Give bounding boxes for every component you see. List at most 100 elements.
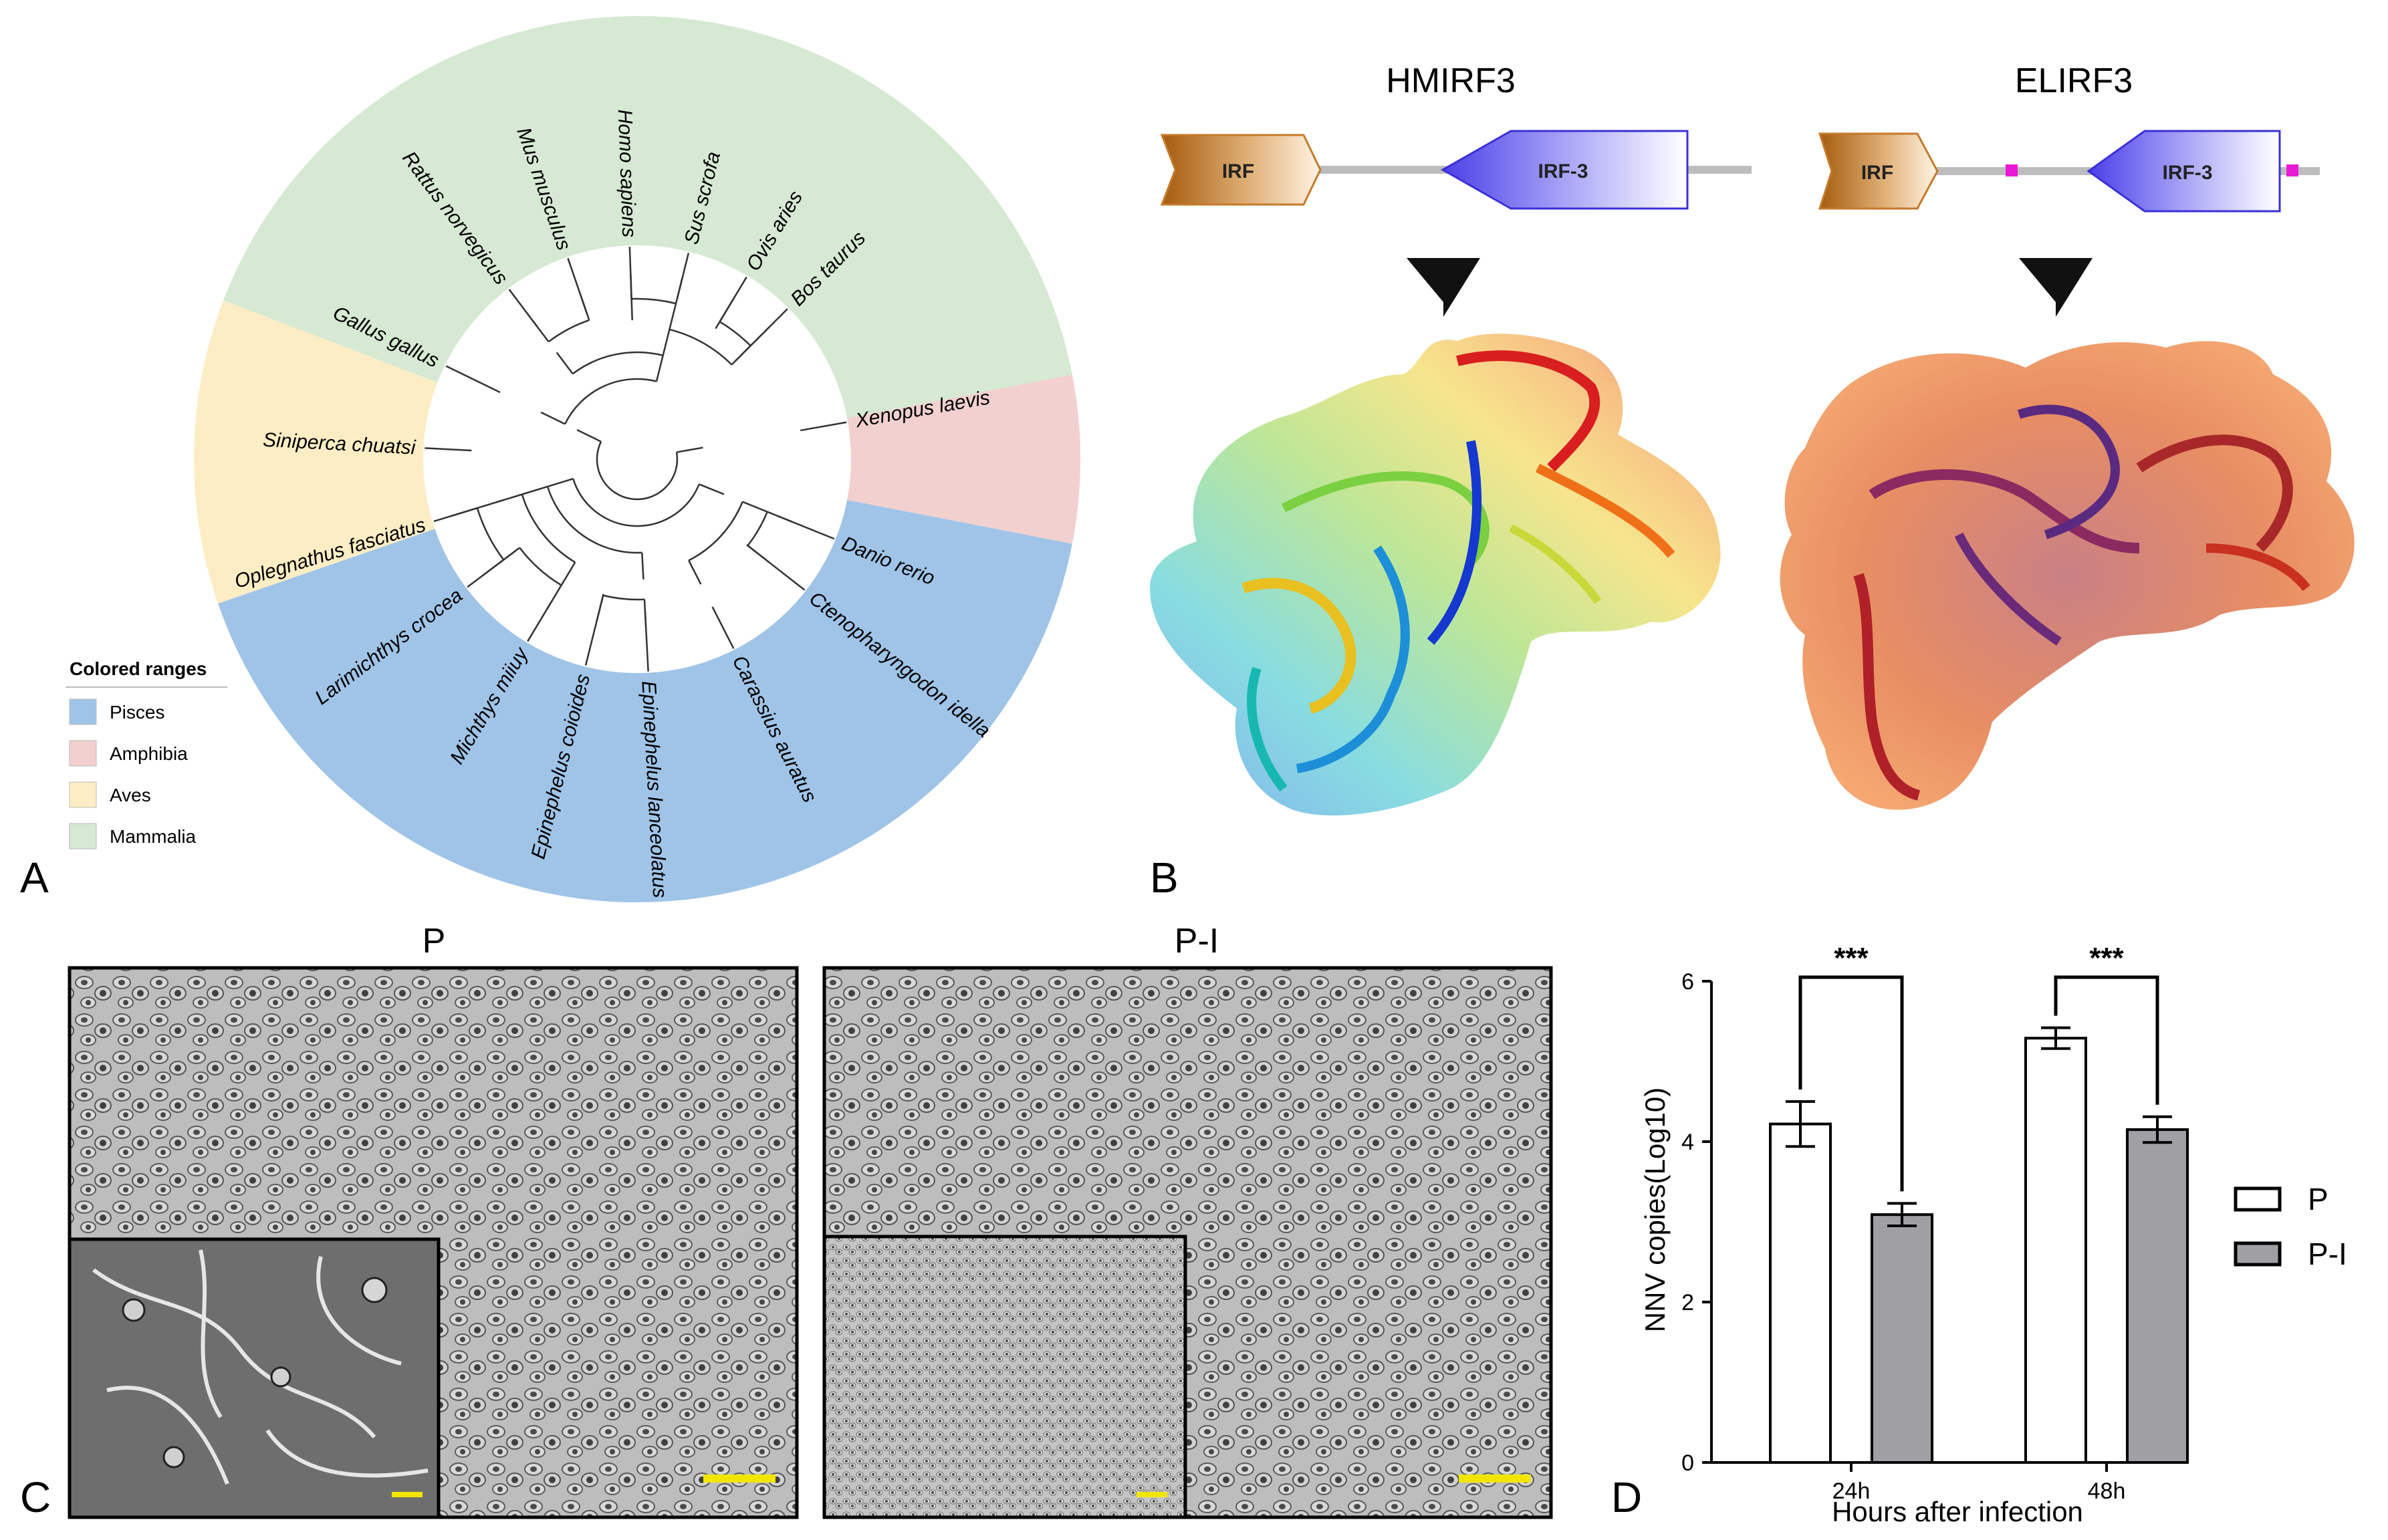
tree-branch: [580, 294, 590, 321]
tree-branch: [519, 547, 562, 586]
tree-branch: [711, 606, 735, 649]
tree-branch: [451, 507, 478, 517]
tree-branch: [548, 319, 590, 343]
legend-swatch: [69, 740, 97, 767]
chart-axes: 0 2 4 6 24h 48h: [1681, 969, 2186, 1504]
tree-branch: [564, 378, 657, 424]
y-axis-title: NNV copies(Log10): [1639, 1087, 1671, 1333]
tree-branch: [560, 561, 576, 586]
tree-branch: [688, 501, 743, 561]
hmirf3-title: HMIRF3: [1386, 61, 1516, 100]
legend-swatch: [69, 698, 97, 725]
inset-scale-bar: [1137, 1492, 1167, 1497]
elirf3-3d-structure: [1780, 341, 2355, 810]
micrograph-pi-inset: [822, 1235, 1187, 1519]
elirf3-irf3-domain: [2086, 130, 2281, 213]
tree-branch: [643, 599, 647, 626]
panel-letter-a: A: [20, 854, 49, 902]
significance-label: ***: [2089, 942, 2124, 975]
tree-branch: [556, 352, 574, 374]
tree-branch: [596, 441, 679, 501]
tree-branch: [719, 298, 735, 322]
tree-branch: [547, 584, 562, 609]
y-tick-label: 2: [1681, 1290, 1694, 1315]
hmirf3-3d-structure: [1150, 334, 1721, 816]
legend-swatch: [2234, 1241, 2282, 1267]
elirf3-domain-diagram: IRF IRF-3: [1818, 130, 2320, 213]
elirf3-down-arrow-icon: [2019, 258, 2093, 317]
x-axis-title: Hours after infection: [1832, 1496, 2083, 1527]
scale-bar: [1459, 1474, 1531, 1483]
chart-bars: [1769, 1026, 2189, 1464]
micrograph-panel: P P-I C: [20, 922, 1553, 1521]
panel-letter-d: D: [1611, 1473, 1642, 1521]
tree-branch: [476, 507, 505, 561]
micrograph-pi: [822, 966, 1553, 1519]
legend-swatch: [69, 781, 97, 808]
tree-branch: [767, 511, 793, 523]
tree-branch: [631, 297, 677, 305]
legend-label: Pisces: [110, 702, 164, 723]
tree-branch: [662, 329, 671, 356]
x-tick-label: 48h: [2088, 1479, 2126, 1504]
bar-p-48h: [2024, 1037, 2087, 1464]
tree-branches: [425, 247, 847, 672]
range-aves: [193, 300, 637, 604]
tree-branch: [731, 345, 751, 366]
elirf3-motif-marker-1: [2006, 164, 2018, 176]
tree-colored-ranges: [193, 15, 1080, 903]
y-tick-label: 6: [1681, 969, 1694, 995]
tree-branch: [669, 328, 733, 366]
tree-branch: [425, 447, 472, 452]
tree-branch: [719, 321, 751, 347]
nnv-copies-bar-chart: 0 2 4 6 24h 48h ****** PP-I NNV copies(Log10)…: [1611, 942, 2347, 1527]
hmirf3-irf3-domain: [1440, 130, 1689, 210]
elirf3-title: ELIRF3: [2015, 61, 2133, 100]
tree-branch: [800, 421, 847, 432]
significance-bracket: [2054, 975, 2159, 1105]
scale-bar: [703, 1474, 775, 1483]
tree-branch: [747, 511, 768, 547]
tree-branch: [576, 429, 602, 442]
tree-branch: [641, 552, 644, 580]
range-amphibia: [637, 374, 1080, 544]
tree-branch: [540, 411, 566, 425]
tree-branch: [531, 319, 550, 343]
elirf3-irf-domain: [1818, 132, 1939, 210]
micrograph-p-title: P: [423, 922, 446, 960]
tree-branch: [749, 326, 770, 347]
y-tick-label: 0: [1681, 1450, 1694, 1476]
range-pisces: [218, 459, 1072, 903]
hmirf3-irf-label: IRF: [1222, 160, 1254, 182]
legend-label: Aves: [110, 785, 151, 805]
tree-branch: [742, 501, 768, 513]
tree-branch: [676, 446, 703, 453]
tree-branch: [547, 478, 574, 488]
legend-title: Colored ranges: [70, 658, 207, 679]
tree-branch: [521, 494, 576, 563]
tree-branch: [572, 351, 664, 375]
x-tick-label: 24h: [1832, 1479, 1871, 1504]
legend-label: P-I: [2308, 1237, 2347, 1271]
chart-significance: ******: [1798, 942, 2159, 1192]
tree-branch: [699, 483, 725, 495]
hmirf3-domain-diagram: IRF IRF-3: [1160, 130, 1752, 210]
tree-branch: [747, 545, 769, 563]
chart-legend: PP-I: [2234, 1182, 2347, 1271]
tree-branch: [496, 493, 523, 503]
inset-scale-bar: [392, 1492, 423, 1497]
tree-branch: [629, 272, 632, 299]
tree-branch: [481, 559, 505, 577]
legend-label: Mammalia: [110, 826, 197, 847]
micrograph-p: [68, 966, 799, 1519]
hmirf3-down-arrow-icon: [1407, 258, 1480, 317]
panel-letter-b: B: [1150, 854, 1179, 902]
legend-swatch: [2234, 1186, 2282, 1212]
bar-p-i-48h: [2126, 1128, 2189, 1464]
tree-branch: [688, 559, 702, 585]
y-tick-label: 4: [1681, 1130, 1694, 1155]
panel-letter-c: C: [20, 1473, 51, 1521]
